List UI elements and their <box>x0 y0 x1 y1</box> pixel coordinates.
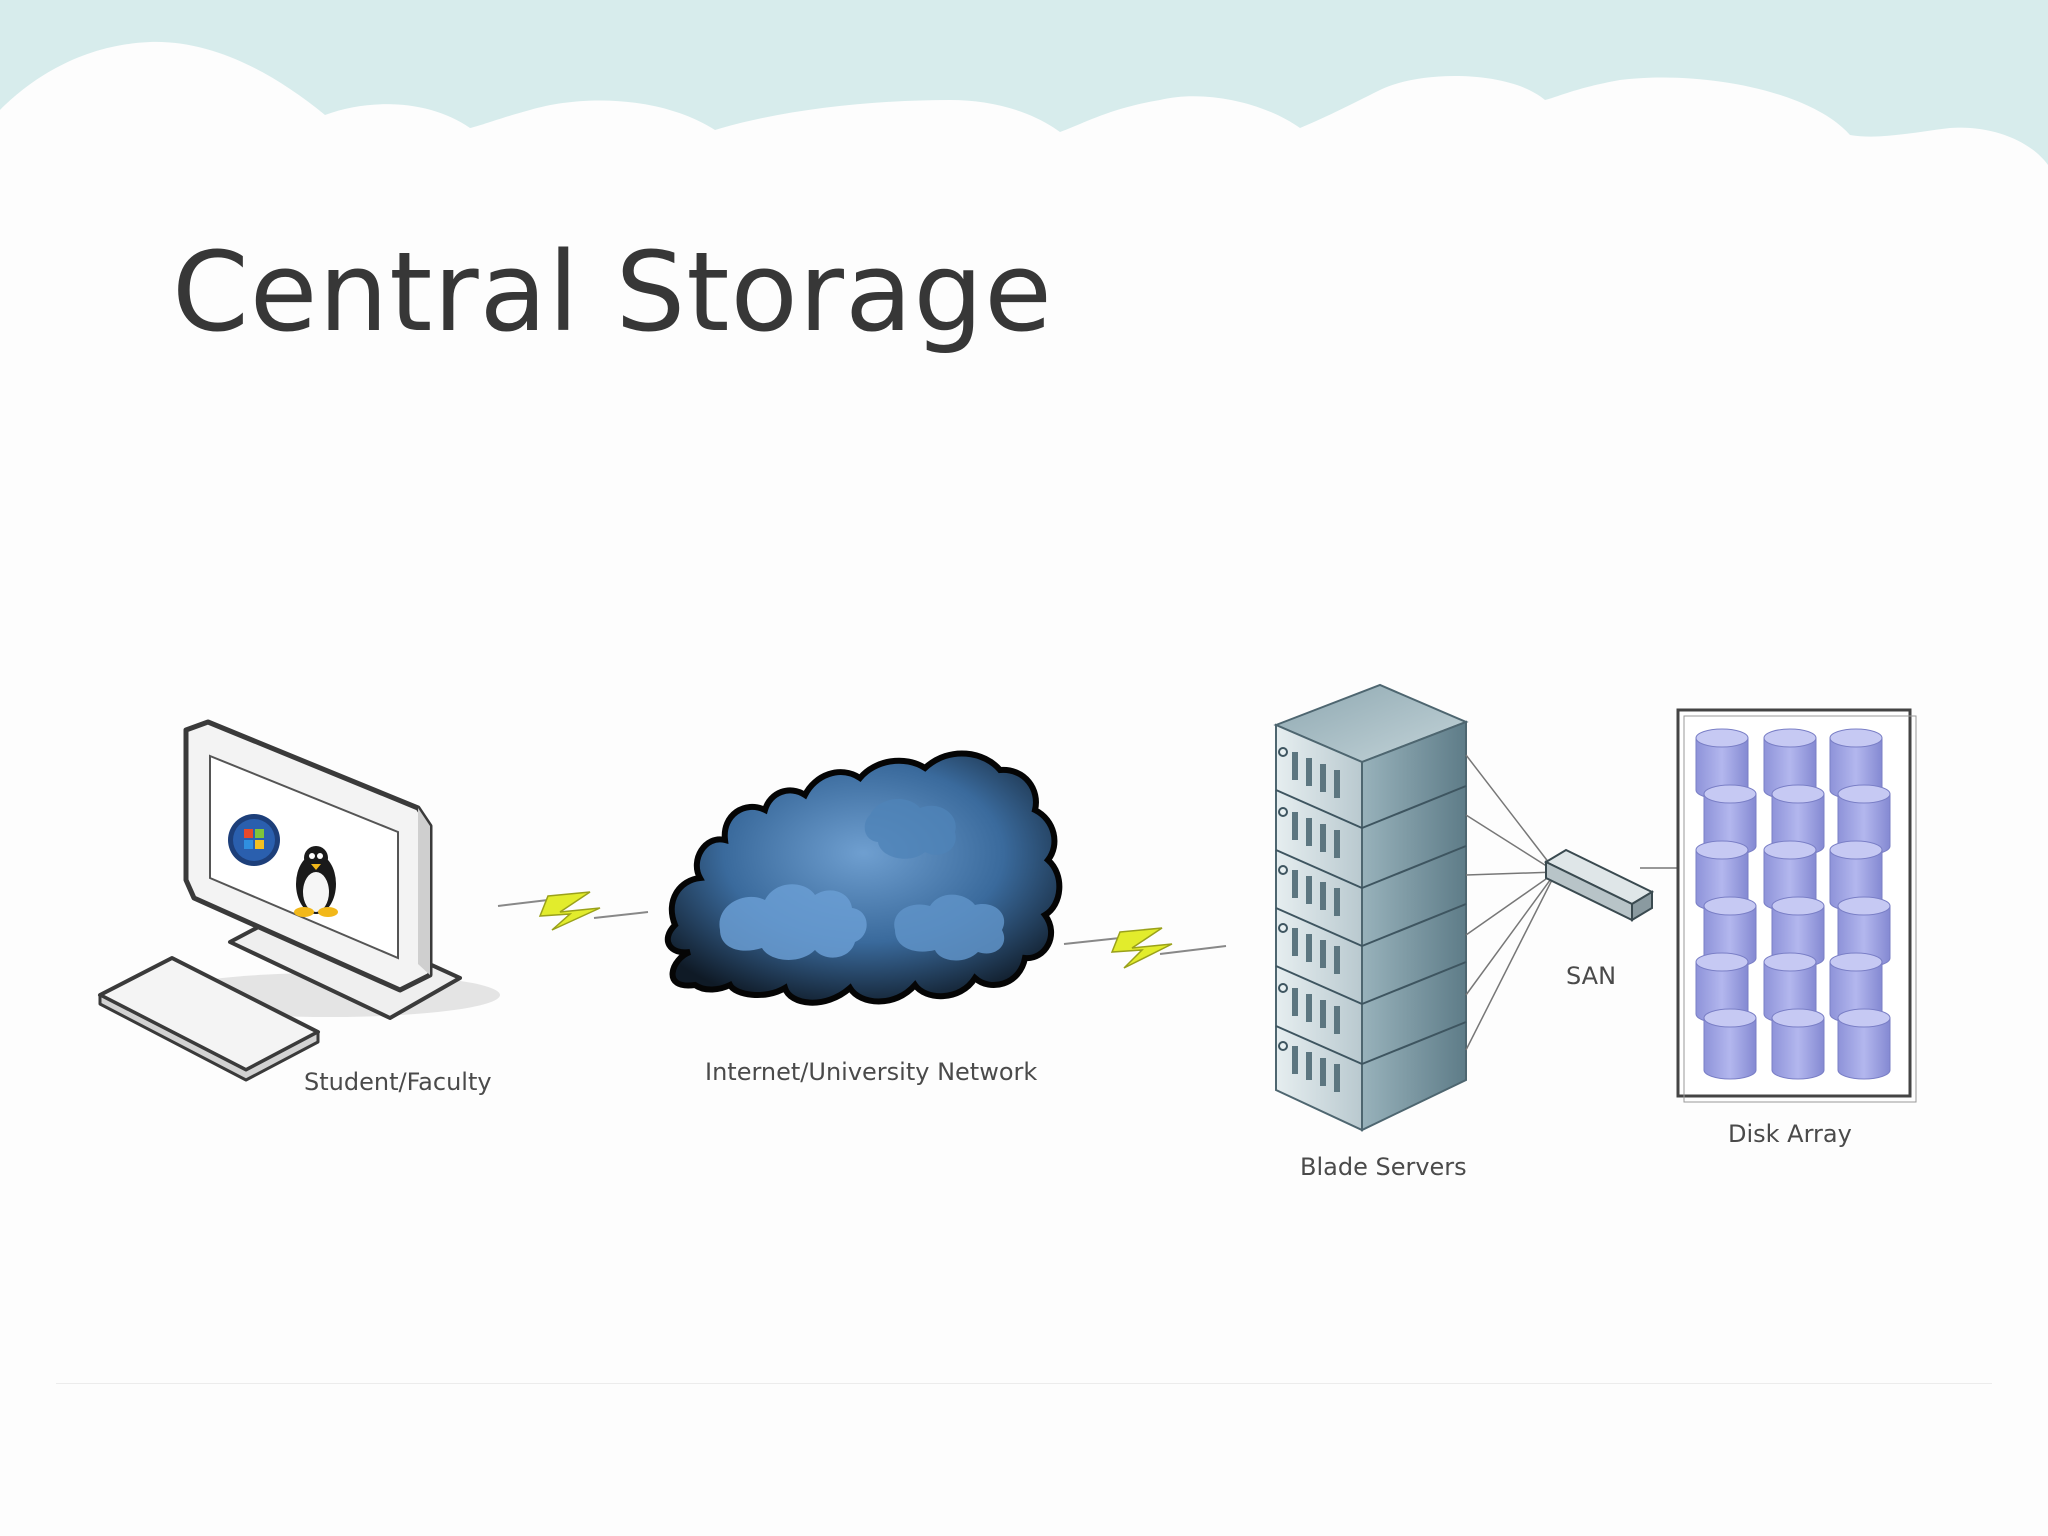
disk-cylinder-icon <box>1703 1008 1757 1080</box>
node-label-servers: Blade Servers <box>1300 1153 1467 1181</box>
desktop-computer-icon <box>98 719 500 1082</box>
disk-cylinder-icon <box>1837 784 1891 856</box>
disk-cylinder-icon <box>1763 840 1817 912</box>
linux-penguin-icon <box>294 846 338 917</box>
network-cloud-icon <box>664 750 1063 1006</box>
disk-cylinder-icon <box>1837 1008 1891 1080</box>
disk-array-icon <box>1676 708 1917 1103</box>
disk-cylinder-icon <box>1695 840 1749 912</box>
node-label-network: Internet/University Network <box>705 1058 1037 1086</box>
disk-cylinder-icon <box>1829 840 1883 912</box>
footer-divider <box>56 1383 1992 1384</box>
server-san-links <box>1465 754 1680 1051</box>
disk-cylinder-icon <box>1771 896 1825 968</box>
windows-logo-icon <box>228 814 280 866</box>
disk-cylinder-icon <box>1771 784 1825 856</box>
node-label-client: Student/Faculty <box>304 1068 492 1096</box>
disk-cylinder-icon <box>1829 952 1883 1024</box>
slide-title: Central Storage <box>172 228 1053 356</box>
disk-cylinder-icon <box>1703 784 1757 856</box>
server-rack-icon <box>1273 683 1469 1132</box>
san-switch-icon <box>1543 848 1655 922</box>
node-label-storage: Disk Array <box>1728 1120 1852 1148</box>
disk-cylinder-icon <box>1771 1008 1825 1080</box>
keyboard-icon <box>98 956 320 1082</box>
wireless-link-icon <box>497 891 649 931</box>
wireless-link-icon <box>1063 927 1227 969</box>
node-label-san: SAN <box>1566 962 1616 990</box>
disk-cylinder-icon <box>1763 952 1817 1024</box>
cloud-banner <box>0 0 2048 200</box>
